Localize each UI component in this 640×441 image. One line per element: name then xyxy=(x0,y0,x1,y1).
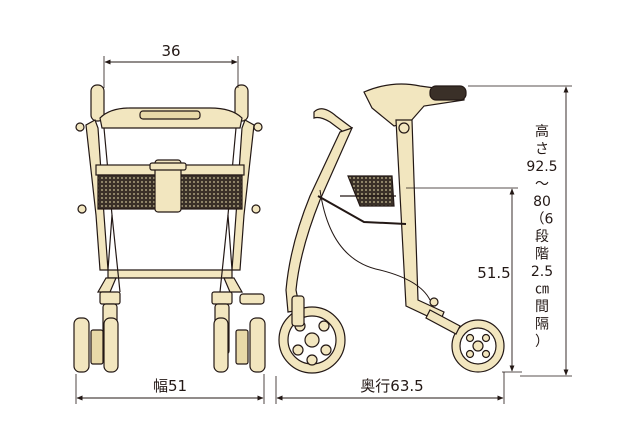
overall-height-label-line: 間 xyxy=(535,299,549,315)
overall-height-label-line: さ xyxy=(535,142,549,158)
side-basket xyxy=(347,175,395,207)
seat-clip xyxy=(154,159,182,213)
overall-height-label-line: ） xyxy=(535,334,549,350)
left-frame xyxy=(85,119,109,271)
right-rear-wheel xyxy=(249,317,266,373)
rear-upright xyxy=(395,119,445,323)
overall-height-label-line: 段 xyxy=(535,229,549,245)
depth-label: 奥行63.5 xyxy=(360,377,423,395)
overall-height-label-line: 80 xyxy=(533,194,551,210)
left-grip xyxy=(90,84,105,122)
overall-height-label-line: 92.5 xyxy=(526,159,557,175)
lower-cross xyxy=(107,269,233,279)
front-leg xyxy=(285,127,354,313)
right-front-wheel xyxy=(213,317,229,373)
overall-height-label-line: （6 xyxy=(531,212,554,228)
overall-height-label-line: 2.5 xyxy=(531,264,553,280)
seat-height-label: 51.5 xyxy=(477,264,510,282)
overall-height-label-line: 隔 xyxy=(535,317,549,333)
front-dimensions: 36 幅51 xyxy=(75,42,265,404)
overall-height-label-line: ㎝ xyxy=(535,282,549,298)
top-bar-grip xyxy=(139,110,201,120)
handle-grip xyxy=(429,85,467,101)
overall-height-label-line: 〜 xyxy=(535,177,549,193)
overall-height-label-line: 階 xyxy=(535,247,549,263)
left-rear-wheel xyxy=(73,317,90,373)
right-frame xyxy=(231,119,255,271)
overall-width-label: 幅51 xyxy=(153,377,187,395)
side-view xyxy=(278,83,505,374)
left-front-wheel xyxy=(103,317,119,373)
handle-width-label: 36 xyxy=(161,42,180,60)
overall-height-label-line: 高 xyxy=(535,123,549,140)
front-view xyxy=(73,84,266,373)
